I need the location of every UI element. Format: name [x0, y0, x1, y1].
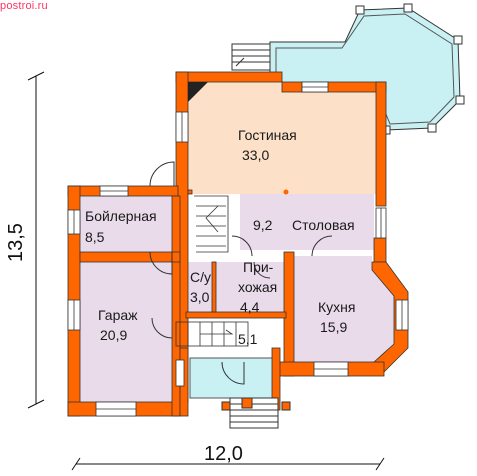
label-garage: Гараж [98, 307, 138, 323]
area-su: 3,0 [190, 289, 210, 305]
room-garage [80, 262, 172, 402]
spiral-stair [194, 195, 229, 253]
doors [149, 161, 333, 385]
label-su: С/у [190, 269, 211, 285]
dimension-width: 12,0 [204, 443, 243, 465]
label-prihozhaya-2: хожая [238, 279, 277, 295]
porch-bottom [189, 357, 275, 399]
room-stolovaya [288, 194, 374, 250]
room-kuhnya [294, 256, 394, 362]
room-gostinaya [188, 82, 376, 194]
label-gostinaya: Гостиная [238, 127, 297, 143]
area-garage: 20,9 [100, 327, 127, 343]
room-su [188, 262, 216, 312]
watermark: postroi.ru [0, 0, 48, 12]
dimension-height: 13,5 [5, 223, 27, 262]
steps-bottom [221, 397, 291, 429]
room-hall [240, 194, 288, 250]
windows [67, 81, 409, 417]
label-prihozhaya-1: При- [243, 259, 274, 275]
room-prihozhaya [216, 262, 286, 312]
label-stolovaya: Столовая [292, 217, 355, 233]
area-stair: 5,1 [238, 331, 258, 347]
marker-dot [283, 189, 289, 195]
label-kuhnya: Кухня [318, 299, 355, 315]
area-prihozhaya: 4,4 [240, 299, 260, 315]
area-boiler: 8,5 [85, 229, 105, 245]
dimension-lines [27, 71, 385, 471]
stair-bottom [175, 321, 249, 347]
area-gostinaya: 33,0 [242, 147, 269, 163]
area-kuhnya: 15,9 [320, 319, 347, 335]
area-hall: 9,2 [253, 217, 273, 233]
steps-top [231, 43, 271, 71]
label-boiler: Бойлерная [85, 208, 157, 224]
room-boiler [80, 196, 172, 252]
fireplace-icon [188, 82, 208, 102]
